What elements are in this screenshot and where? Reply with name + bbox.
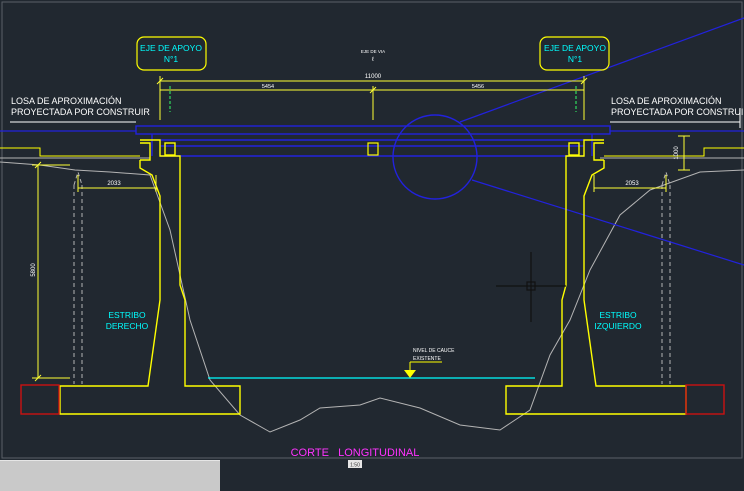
- abutment-left-label-1: ESTRIBO: [599, 310, 637, 320]
- slab-left-label-2: PROYECTADA POR CONSTRUIR: [11, 107, 150, 117]
- scale-label: 1:50: [350, 463, 360, 469]
- slab-right-label-1: LOSA DE APROXIMACIÓN: [611, 96, 722, 106]
- water-level-label-2: EXISTENTE: [413, 356, 441, 362]
- dim-right-half-text: 5456: [472, 84, 484, 90]
- dimension-left-footing: [77, 175, 157, 192]
- detail-leader-lower: [471, 179, 744, 266]
- level-triangle-icon: [404, 370, 416, 378]
- dimension-height: [32, 161, 70, 382]
- terrain-profile: [0, 161, 744, 433]
- abutment-right-label-2: DERECHO: [106, 321, 149, 331]
- viewport-border: [1, 1, 743, 459]
- abutment-left-label-2: IZQUIERDO: [594, 321, 642, 331]
- pier-marker-center: [367, 142, 379, 156]
- deck-slab: [135, 125, 611, 157]
- axis-right-label-1: EJE DE APOYO: [544, 43, 606, 53]
- scale-badge: [348, 460, 362, 468]
- footing-block-right: [685, 384, 725, 415]
- axis-balloon-left[interactable]: [136, 36, 207, 71]
- axis-right-label-2: N°1: [568, 54, 583, 64]
- section-title: CORTE LONGITUDINAL: [291, 447, 420, 459]
- command-line-panel[interactable]: [0, 460, 220, 491]
- abutment-left-structure: [505, 139, 687, 415]
- slab-left-label-1: LOSA DE APROXIMACIÓN: [11, 96, 122, 106]
- pile-left: [73, 170, 83, 384]
- dim-left-footing-text: 2033: [107, 181, 121, 187]
- axis-left-label-2: N°1: [164, 54, 179, 64]
- dim-right-footing-text: 2053: [625, 181, 639, 187]
- footing-block-left: [20, 384, 60, 415]
- dim-total-text: 11000: [365, 74, 382, 80]
- approach-slab-right-edge: [604, 147, 744, 157]
- dim-slab-height-text: 1000: [674, 146, 680, 160]
- water-level-label-1: NIVEL DE CAUCE: [413, 348, 455, 354]
- dimension-slab-height: [678, 135, 690, 171]
- axis-left-label-1: EJE DE APOYO: [140, 43, 202, 53]
- axis-center-label-2: ℓ: [372, 56, 374, 63]
- abutment-right-label-1: ESTRIBO: [108, 310, 146, 320]
- dim-height-text: 5800: [31, 263, 37, 277]
- dimension-total: [156, 76, 588, 120]
- approach-slab-left-edge: [0, 147, 140, 157]
- axis-balloon-right[interactable]: [539, 36, 610, 71]
- abutment-right-structure: [59, 139, 241, 415]
- detail-callout-icon[interactable]: [392, 114, 478, 200]
- dim-left-half-text: 5454: [262, 84, 274, 90]
- axis-center-label-1: EJE DE VIA: [361, 49, 385, 54]
- crosshair-cursor-icon: [496, 252, 566, 322]
- pile-right: [661, 170, 671, 384]
- slab-right-label-2: PROYECTADA POR CONSTRUIR: [611, 107, 744, 117]
- dimension-right-footing: [593, 175, 667, 192]
